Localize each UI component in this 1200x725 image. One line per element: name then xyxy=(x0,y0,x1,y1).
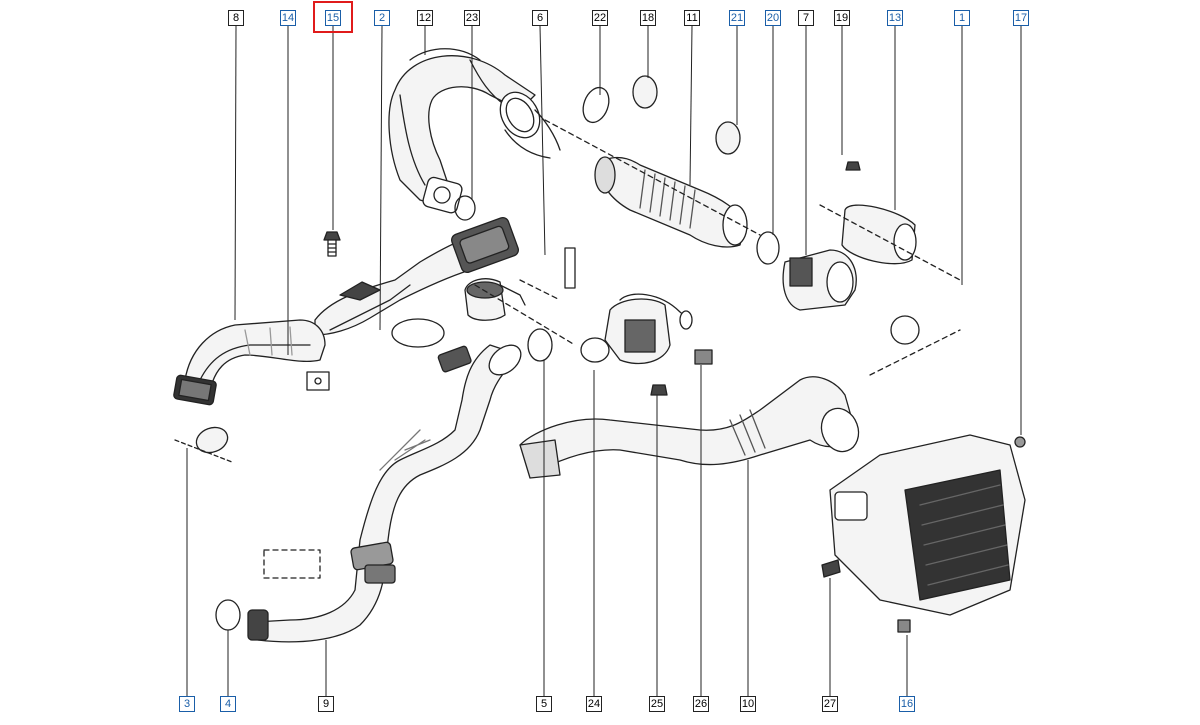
part-2-pipe xyxy=(314,216,519,336)
callout-25: 25 xyxy=(649,696,665,712)
callout-6: 6 xyxy=(532,10,548,26)
callout-15[interactable]: 15 xyxy=(325,10,341,26)
callout-12: 12 xyxy=(417,10,433,26)
callout-10: 10 xyxy=(740,696,756,712)
callout-9: 9 xyxy=(318,696,334,712)
leader-line-11 xyxy=(689,25,693,186)
callout-1[interactable]: 1 xyxy=(954,10,970,26)
part-13-sleeve xyxy=(841,204,917,265)
part-19-bolt xyxy=(845,161,861,171)
turbo-outlet-fitting xyxy=(464,278,526,321)
part-11-flex-hose xyxy=(594,156,748,248)
callout-27: 27 xyxy=(822,696,838,712)
selected-callout-highlight xyxy=(313,1,353,33)
callout-19: 19 xyxy=(834,10,850,26)
callout-26: 26 xyxy=(693,696,709,712)
part-23-gasket xyxy=(454,195,476,221)
part-3-clamp xyxy=(195,426,229,454)
callout-3[interactable]: 3 xyxy=(179,696,195,712)
callout-24: 24 xyxy=(586,696,602,712)
part-21-clamp xyxy=(715,121,741,155)
part-12-upper-pipe xyxy=(388,48,561,214)
pressure-sensor xyxy=(437,345,472,373)
part-16-nut xyxy=(897,619,911,633)
callout-14[interactable]: 14 xyxy=(280,10,296,26)
part-25-bolt xyxy=(650,384,668,396)
part-6-bolt xyxy=(564,247,576,289)
part-7-air-flow-sensor xyxy=(782,249,857,311)
part-24-valve xyxy=(580,293,693,365)
part-8-hose xyxy=(173,319,326,406)
callout-22: 22 xyxy=(592,10,608,26)
part-27-bolt xyxy=(821,559,841,578)
callout-23: 23 xyxy=(464,10,480,26)
callout-16[interactable]: 16 xyxy=(899,696,915,712)
part-5-gasket xyxy=(527,328,553,362)
part-22-gasket xyxy=(582,86,610,124)
callout-7: 7 xyxy=(798,10,814,26)
leader-line-2 xyxy=(379,25,383,331)
part-26-nut xyxy=(694,349,713,365)
part-1-gasket xyxy=(890,315,920,345)
callout-17[interactable]: 17 xyxy=(1013,10,1029,26)
callout-11: 11 xyxy=(684,10,700,26)
callout-21[interactable]: 21 xyxy=(729,10,745,26)
callout-8: 8 xyxy=(228,10,244,26)
part-o-ring xyxy=(391,318,445,348)
intercooler xyxy=(829,434,1026,616)
part-4-clamp xyxy=(215,599,241,631)
callout-4[interactable]: 4 xyxy=(220,696,236,712)
part-15-bolt xyxy=(323,231,341,257)
part-14-bracket xyxy=(306,371,330,391)
part-9-lower-pipe xyxy=(247,344,522,643)
leader-line-8 xyxy=(234,25,237,321)
callout-13[interactable]: 13 xyxy=(887,10,903,26)
dashed-note-box xyxy=(263,549,321,579)
leader-line-6 xyxy=(539,25,546,256)
part-20-gasket xyxy=(756,231,780,265)
callout-18: 18 xyxy=(640,10,656,26)
part-18-clamp xyxy=(632,75,658,109)
callout-5: 5 xyxy=(536,696,552,712)
callout-2[interactable]: 2 xyxy=(374,10,390,26)
callout-20[interactable]: 20 xyxy=(765,10,781,26)
part-10-intake-pipe xyxy=(519,376,860,479)
